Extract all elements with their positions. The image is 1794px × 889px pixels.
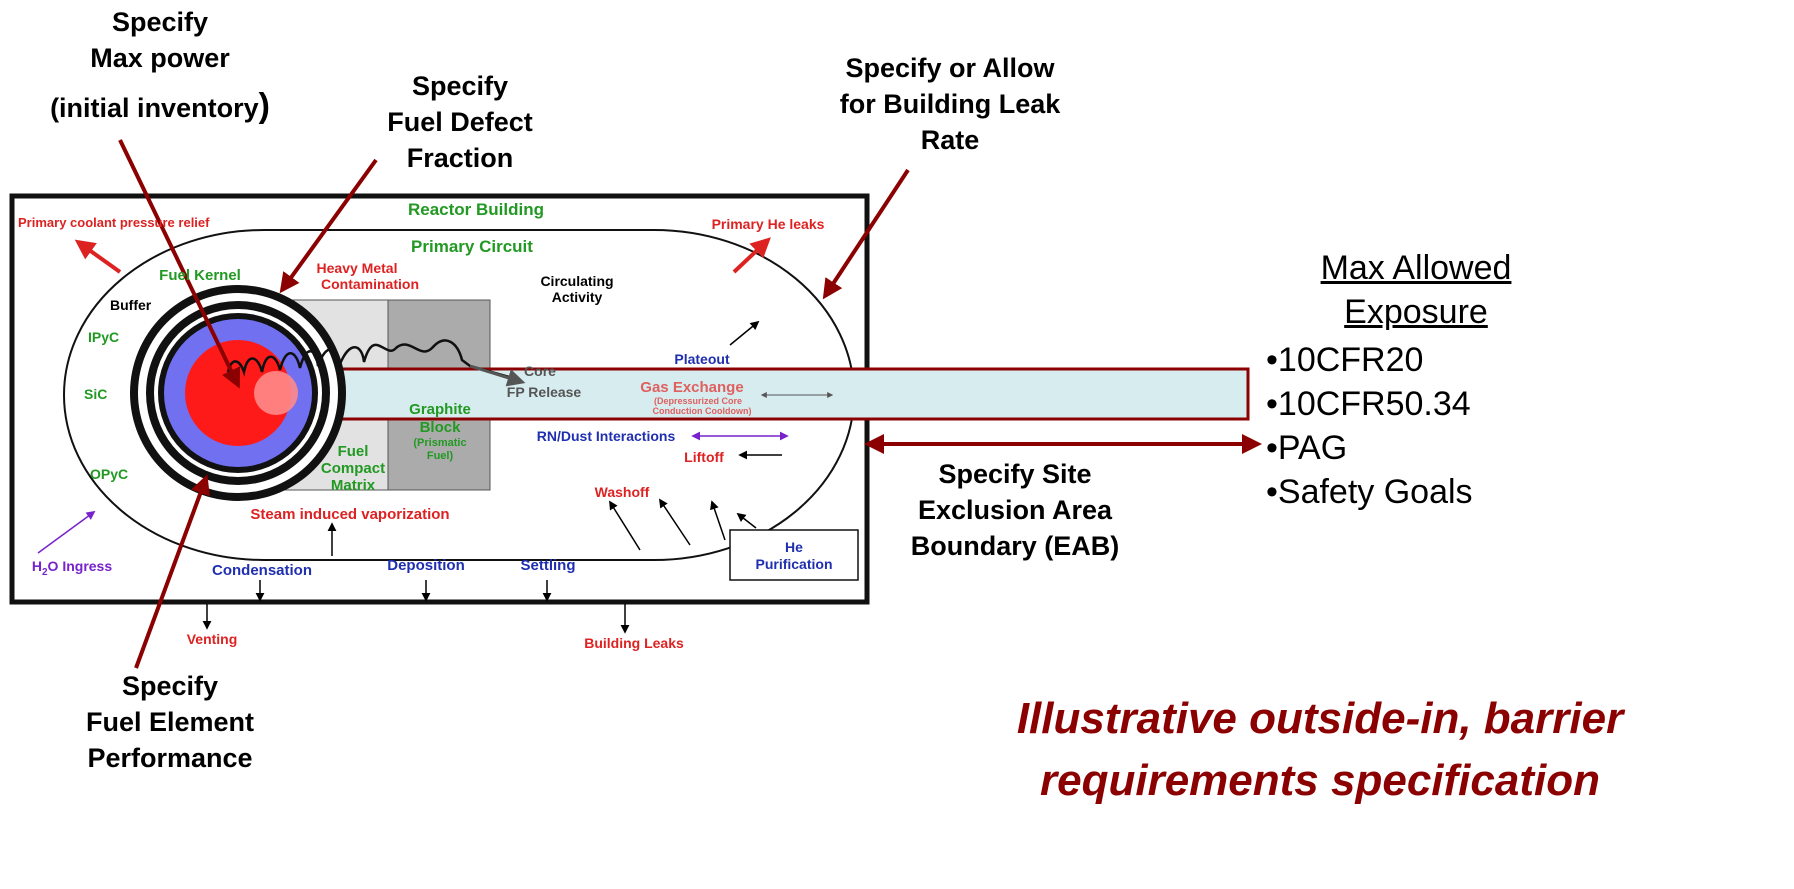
- heavy-metal-label-2: Contamination: [321, 276, 419, 292]
- buffer-label: Buffer: [110, 297, 152, 313]
- leak-rate-callout: Specify or Allow for Building Leak Rate: [800, 50, 1100, 158]
- he-purification-label-1: He: [785, 539, 803, 555]
- fuel-element-arrow: [134, 474, 210, 669]
- sic-label: SiC: [84, 386, 107, 402]
- h2o-ingress-label: H2O Ingress: [32, 558, 112, 578]
- fuel-defect-arrow: [279, 158, 378, 294]
- core-label: Core: [524, 363, 556, 379]
- ipyc-label: IPyC: [88, 329, 119, 345]
- fuel-defect-line-2: Fuel Defect: [387, 107, 533, 137]
- limits-heading-2: Exposure: [1344, 293, 1488, 331]
- circulating-label-2: Activity: [552, 289, 603, 305]
- max-power-line-1: Specify: [111, 7, 209, 37]
- fuel-element-line-3: Performance: [87, 743, 253, 773]
- limits-heading-1: Max Allowed: [1320, 249, 1512, 287]
- prismatic-label-1: (Prismatic: [413, 437, 466, 449]
- limit-item: •10CFR50.34: [1266, 385, 1471, 423]
- tagline-line-2: requirements specification: [1040, 756, 1600, 805]
- site-eab-callout: Specify Site Exclusion Area Boundary (EA…: [880, 456, 1150, 564]
- primary-he-leak-arrow: [732, 237, 771, 274]
- building-leaks-label: Building Leaks: [584, 635, 684, 651]
- deposition-label: Deposition: [387, 557, 465, 574]
- washoff-arrow-2: [659, 498, 691, 546]
- limit-item: •10CFR20: [1266, 341, 1424, 379]
- fuel-defect-callout: Specify Fuel Defect Fraction: [350, 68, 570, 176]
- max-power-line-2: Max power: [90, 43, 230, 73]
- fuel-element-line-2: Fuel Element: [85, 707, 255, 737]
- h2o-h: H: [32, 558, 42, 574]
- max-power-arrow: [118, 139, 241, 389]
- plateout-label: Plateout: [674, 351, 730, 367]
- fuel-compact-label-3: Matrix: [331, 477, 376, 494]
- fuel-compact-label-2: Compact: [321, 460, 385, 477]
- prismatic-label-2: Fuel): [427, 450, 454, 462]
- site-eab-line-2: Exclusion Area: [917, 495, 1113, 525]
- leak-rate-line-3: Rate: [920, 125, 980, 155]
- circulating-label-1: Circulating: [540, 273, 613, 289]
- diffusion-squiggle: [226, 339, 521, 382]
- he-purification-box: [729, 529, 859, 581]
- core-release-arrow: [469, 364, 526, 387]
- gas-exchange-sub-1: (Depressurized Core: [654, 396, 742, 406]
- rn-dust-label: RN/Dust Interactions: [537, 428, 676, 444]
- primary-circuit-label: Primary Circuit: [411, 237, 533, 256]
- settling-label: Settling: [521, 557, 576, 574]
- gas-exchange-sub-2: Conduction Cooldown): [653, 406, 752, 416]
- exposure-limits: Max Allowed Exposure •10CFR20 •10CFR50.3…: [1266, 246, 1566, 514]
- tagline: Illustrative outside-in, barrier require…: [770, 688, 1794, 812]
- primary-he-leaks-label: Primary He leaks: [712, 216, 825, 232]
- washoff-label: Washoff: [595, 484, 650, 500]
- limit-item: •PAG: [1266, 429, 1348, 467]
- leak-rate-line-1: Specify or Allow: [845, 53, 1055, 83]
- purification-arrow-2: [736, 512, 757, 529]
- graphite-label-2: Block: [420, 419, 462, 436]
- fuel-compact-label-1: Fuel: [338, 443, 369, 460]
- he-purification-label-2: Purification: [755, 556, 832, 572]
- fuel-element-callout: Specify Fuel Element Performance: [60, 668, 280, 776]
- leak-rate-line-2: for Building Leak: [839, 89, 1061, 119]
- limit-item: •Safety Goals: [1266, 473, 1473, 511]
- fuel-element-line-1: Specify: [121, 671, 219, 701]
- max-power-line-3-text: (initial inventory: [50, 93, 259, 123]
- fuel-defect-line-1: Specify: [411, 71, 509, 101]
- fuel-kernel-label: Fuel Kernel: [159, 267, 241, 284]
- primary-relief-label: Primary coolant pressure relief: [18, 215, 210, 230]
- condensation-label: Condensation: [212, 562, 312, 579]
- gas-exchange-label: Gas Exchange: [640, 379, 743, 396]
- h2o-ingress-arrow: [37, 510, 96, 554]
- primary-relief-arrow: [74, 239, 122, 274]
- graphite-label-1: Graphite: [409, 401, 471, 418]
- leak-rate-arrow: [822, 168, 910, 300]
- h2o-rest: O Ingress: [48, 558, 113, 574]
- site-eab-line-3: Boundary (EAB): [910, 531, 1120, 561]
- max-power-paren: ): [258, 87, 270, 125]
- heavy-metal-label-1: Heavy Metal: [317, 260, 398, 276]
- tagline-line-1: Illustrative outside-in, barrier: [1016, 694, 1624, 743]
- fp-release-label: FP Release: [507, 384, 582, 400]
- h2o-sub: 2: [42, 567, 48, 578]
- liftoff-label: Liftoff: [684, 449, 724, 465]
- purification-arrow-1: [710, 500, 726, 541]
- site-eab-line-1: Specify Site: [938, 459, 1092, 489]
- washoff-arrow-1: [609, 500, 641, 551]
- fuel-defect-line-3: Fraction: [406, 143, 514, 173]
- venting-label: Venting: [187, 631, 238, 647]
- reactor-building-label: Reactor Building: [408, 200, 544, 219]
- kernel-release-spot: [254, 371, 298, 415]
- max-power-callout: Specify Max power (initial inventory): [40, 4, 280, 126]
- max-power-line-3: (initial inventory): [40, 88, 280, 126]
- opyc-label: OPyC: [90, 466, 128, 482]
- steam-label: Steam induced vaporization: [250, 506, 449, 523]
- plateout-arrow: [729, 320, 760, 346]
